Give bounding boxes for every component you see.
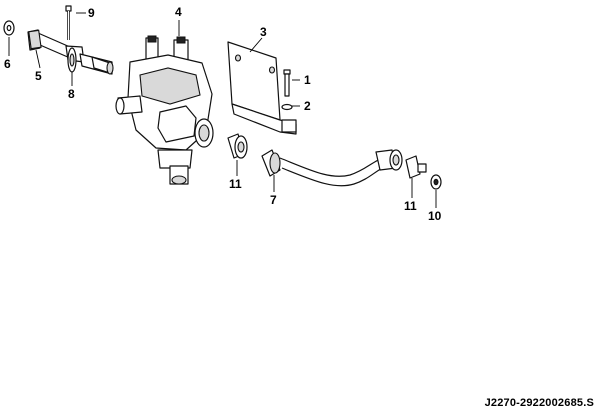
part-2-washer[interactable] [281, 103, 293, 111]
part-11-fitting-left[interactable] [227, 133, 248, 159]
callout-11-left: 11 [229, 177, 242, 191]
callout-5: 5 [35, 69, 42, 83]
part-6-washer[interactable] [3, 20, 15, 36]
callout-7: 7 [270, 193, 277, 207]
part-1-screw[interactable] [283, 69, 291, 97]
callout-9: 9 [88, 6, 95, 20]
part-7-hose[interactable] [261, 149, 403, 187]
part-4-valve-assembly[interactable] [115, 35, 214, 185]
callout-10: 10 [428, 209, 442, 223]
callout-4: 4 [175, 5, 182, 19]
part-8-clamp[interactable] [67, 47, 77, 73]
pipe-to-valve [79, 53, 114, 75]
callout-6: 6 [4, 57, 11, 71]
callout-11-right: 11 [404, 199, 417, 213]
part-9-bolt[interactable] [65, 5, 72, 40]
callout-8: 8 [68, 87, 75, 101]
callout-2: 2 [304, 99, 311, 113]
reference-code: J2270-2922002685.S [484, 397, 594, 409]
part-10-washer[interactable] [430, 174, 442, 190]
callout-3: 3 [260, 25, 267, 39]
callout-1: 1 [304, 73, 311, 87]
part-11-fitting-right[interactable] [405, 155, 427, 179]
leader-lines [8, 12, 437, 208]
part-3-bracket[interactable] [227, 41, 297, 135]
